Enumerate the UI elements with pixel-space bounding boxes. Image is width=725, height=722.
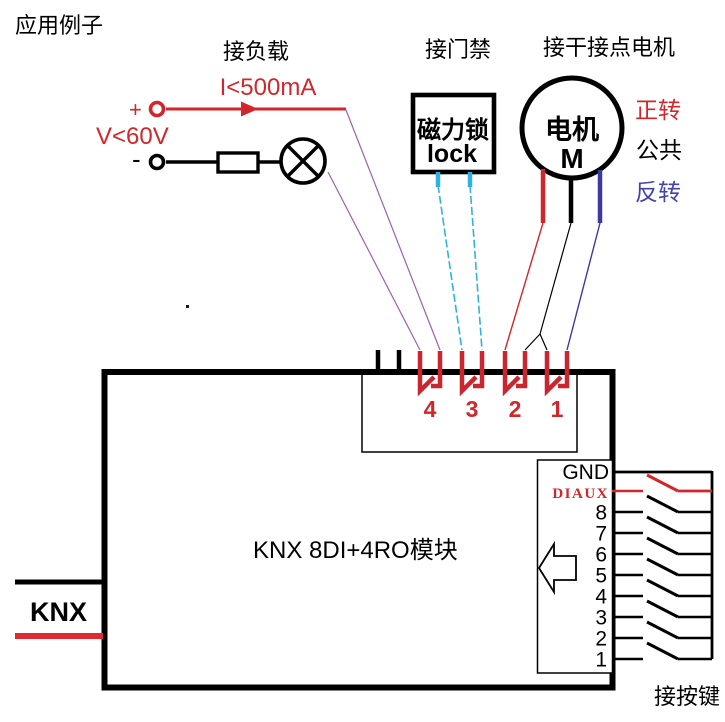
- door-section: 接门禁 磁力锁 lock: [410, 37, 497, 351]
- key-switch-ladder: 接按键: [612, 470, 720, 709]
- relay-terminal-pin: [417, 351, 436, 397]
- di-label: 1: [595, 649, 607, 672]
- key-switch-row-5: [612, 557, 712, 577]
- relay-number: 2: [509, 396, 522, 422]
- negative-terminal-icon: [148, 153, 166, 171]
- knx-bus-label: KNX: [30, 597, 87, 627]
- voltage-limit-label: V<60V: [96, 123, 169, 150]
- load-section: 接负载 I<500mA + V<60V -: [96, 39, 441, 351]
- relay-number: 3: [466, 396, 479, 422]
- di-label: 6: [595, 544, 607, 567]
- module-box: [101, 369, 616, 691]
- relay-block-outline: [361, 375, 578, 453]
- key-switch-row-8: [612, 494, 712, 514]
- lamp-cross-line: [286, 144, 320, 178]
- relay-terminal-pin: [431, 351, 443, 389]
- key-switch-row-1: [612, 641, 712, 661]
- switch-blade: [646, 620, 679, 640]
- key-switch-row-diaux: [612, 473, 712, 493]
- arrow-left-icon: [537, 540, 577, 596]
- lock-box: [410, 92, 497, 175]
- relay-terminal-pin: [502, 351, 521, 397]
- motor-name: 电机: [545, 115, 599, 145]
- key-switch-row-4: [612, 578, 712, 598]
- relay-terminal-pin: [459, 351, 478, 397]
- switch-blade: [646, 557, 679, 577]
- positive-terminal-icon: [148, 100, 166, 118]
- switch-blade: [646, 641, 679, 661]
- motor-label: 接干接点电机: [543, 35, 675, 60]
- di-terminal-block: GND DIAUX 8 7 6 5 4 3 2 1: [536, 459, 614, 674]
- relay-terminal-block: 4 3 2 1: [361, 350, 578, 453]
- current-arrow-icon: [241, 101, 258, 117]
- door-label: 接门禁: [425, 37, 491, 62]
- stray-dot: [186, 305, 189, 308]
- positive-to-relay4-wire: [345, 109, 441, 351]
- switch-blade: [646, 494, 679, 514]
- module-name: KNX 8DI+4RO模块: [253, 537, 458, 564]
- di-label: 3: [595, 607, 607, 630]
- switch-blade: [646, 536, 679, 556]
- keys-label: 接按键: [654, 684, 720, 709]
- di-label: 5: [595, 565, 607, 588]
- relay-terminal-pin: [516, 351, 528, 389]
- lock-to-relay3-wire: [469, 184, 483, 351]
- key-switch-row-7: [612, 515, 712, 535]
- di-label-gnd: GND: [562, 461, 609, 484]
- reverse-label: 反转: [635, 179, 681, 205]
- lock-name: 磁力锁: [417, 116, 489, 144]
- di-label: 8: [595, 502, 607, 525]
- key-switch-row-3: [612, 599, 712, 619]
- switch-blade: [646, 599, 679, 619]
- motor-common-branch: [539, 333, 548, 351]
- di-label-diaux: DIAUX: [552, 486, 609, 502]
- motor-forward-wire: [504, 222, 544, 351]
- lamp-to-relay4-wire: [327, 171, 421, 351]
- plus-label: +: [129, 97, 142, 122]
- relay-number: 4: [424, 396, 437, 422]
- motor-symbol-letter: M: [560, 143, 583, 174]
- module-section: KNX 8DI+4RO模块 KNX 4 3 2 1: [15, 350, 616, 691]
- resistor-symbol: [216, 151, 260, 174]
- switch-blade: [646, 578, 679, 598]
- minus-label: -: [132, 144, 141, 174]
- relay-terminal-pin: [473, 351, 485, 389]
- motor-common-branch: [524, 333, 541, 351]
- di-label: 2: [595, 628, 607, 651]
- key-switch-row-6: [612, 536, 712, 556]
- relay-terminal-pin: [544, 351, 563, 397]
- relay-number: 1: [551, 396, 564, 422]
- common-label: 公共: [636, 137, 682, 163]
- load-label: 接负载: [223, 39, 289, 64]
- di-label: 4: [595, 586, 607, 609]
- key-switch-row-2: [612, 620, 712, 640]
- lamp-symbol: [279, 137, 327, 185]
- switch-blade: [646, 473, 679, 493]
- motor-section: 接干接点电机 电机 M 正转 公共 反转: [504, 35, 682, 351]
- motor-common-wire: [539, 222, 572, 335]
- switch-blade: [646, 515, 679, 535]
- motor-reverse-wire: [566, 222, 601, 351]
- forward-label: 正转: [635, 97, 681, 123]
- lock-name-en: lock: [427, 140, 477, 168]
- di-label: 7: [595, 523, 607, 546]
- relay-terminal-pin: [558, 351, 570, 389]
- current-limit-label: I<500mA: [220, 74, 317, 101]
- lock-to-relay3-wire: [437, 184, 463, 351]
- page-title: 应用例子: [15, 13, 103, 38]
